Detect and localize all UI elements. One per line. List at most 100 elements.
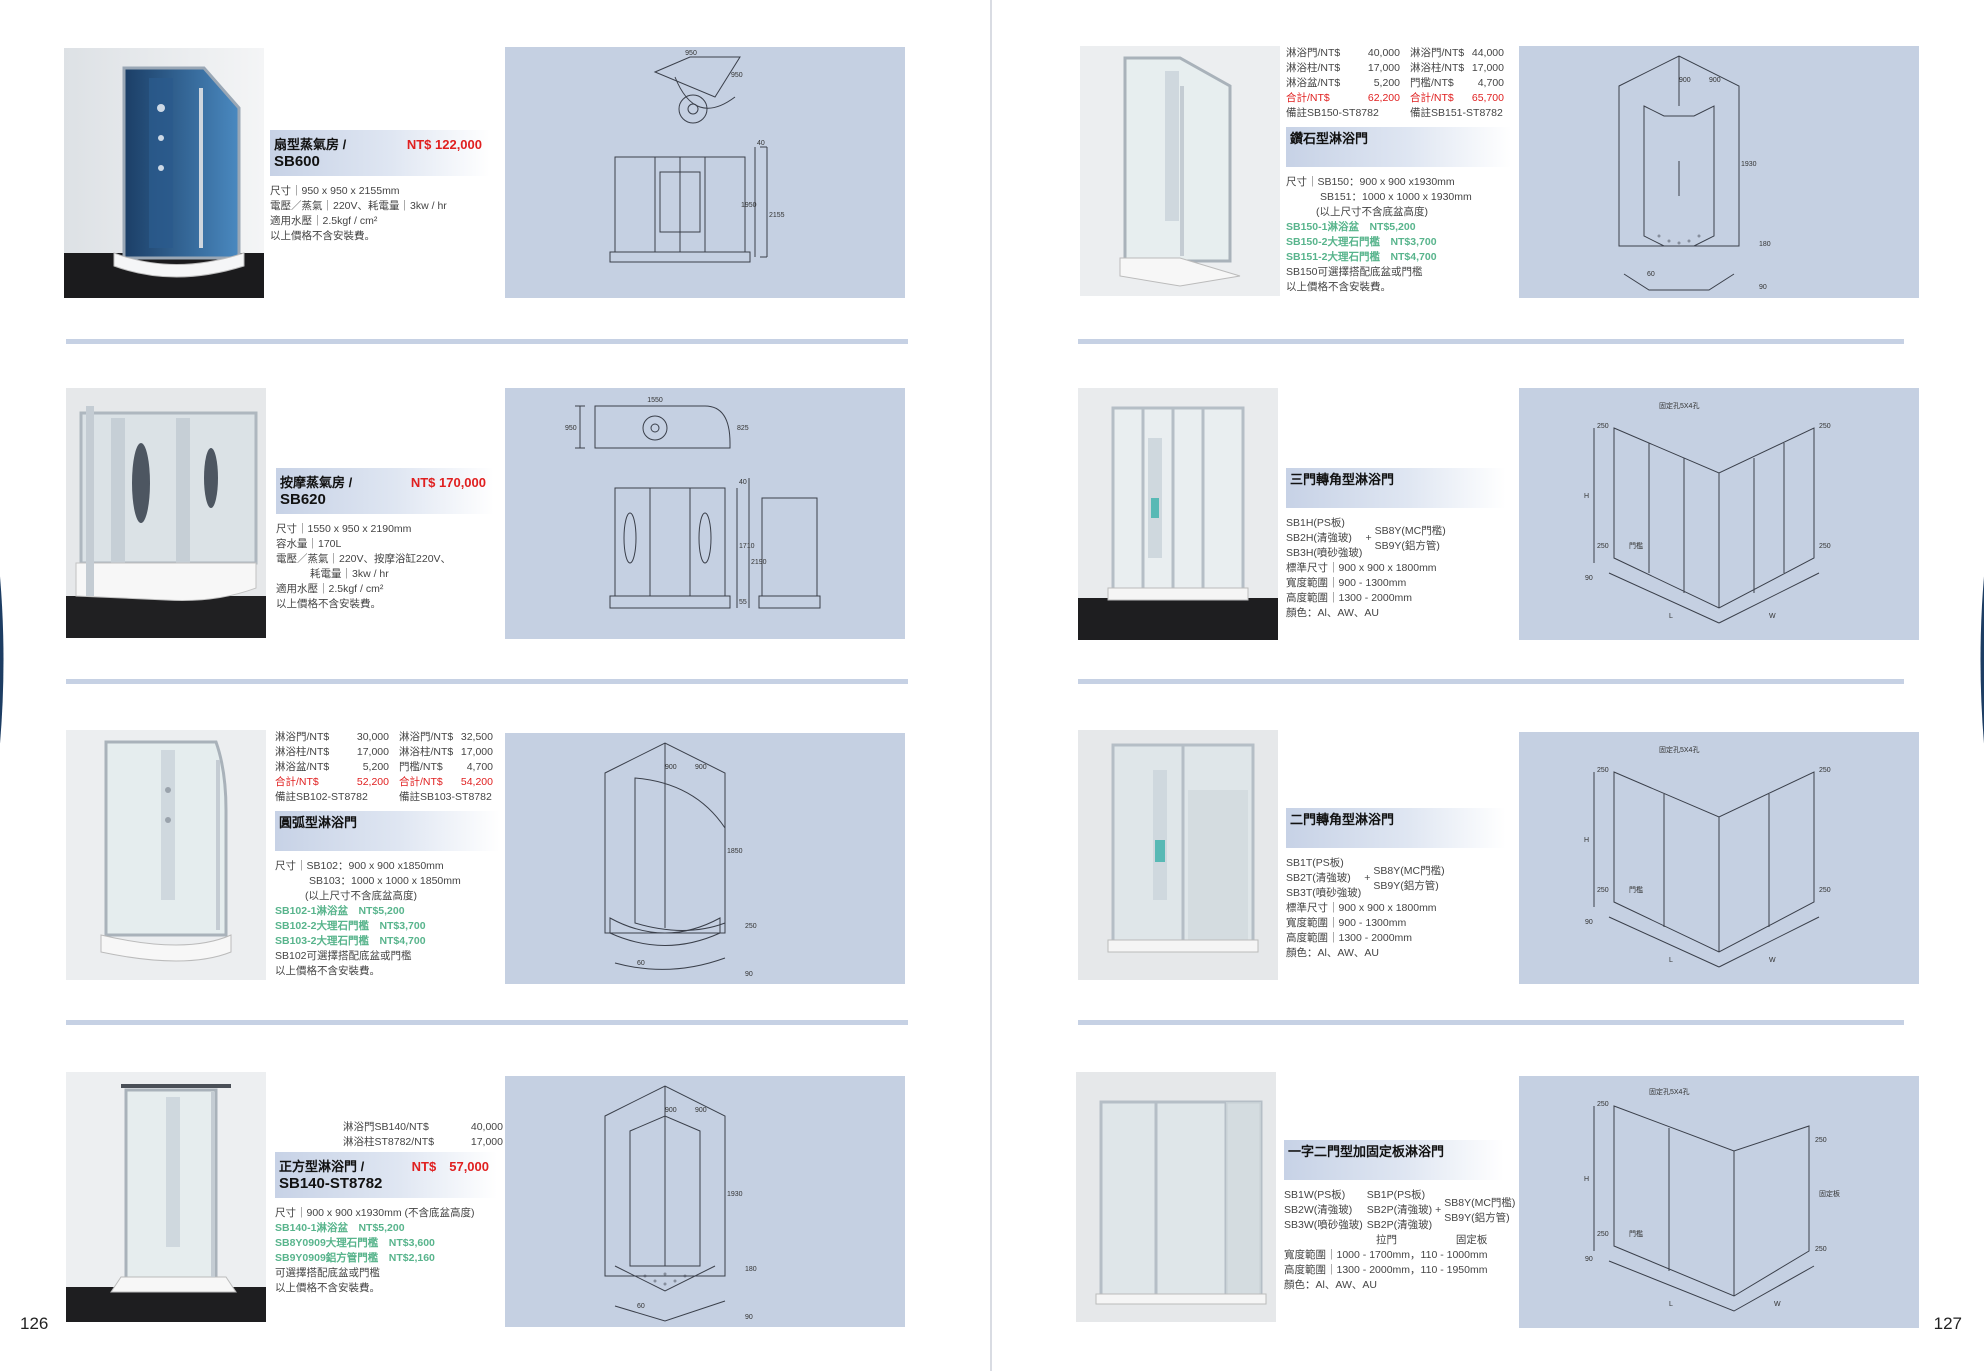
total-value: 54,200: [460, 776, 493, 788]
row-divider: [66, 1020, 908, 1025]
dim-label: 90: [745, 1314, 753, 1321]
product-title-bar: 一字二門型加固定板淋浴門: [1284, 1140, 1504, 1180]
dim-label: 固定孔5X4孔: [1659, 401, 1699, 410]
dim-label: 90: [1585, 919, 1593, 926]
product-title-bar: 圓弧型淋浴門: [275, 811, 500, 851]
model-name: SB3W(噴砂強玻): [1284, 1219, 1363, 1231]
option-line: SB8Y0909大理石門檻 NT$3,600: [275, 1237, 435, 1249]
dim-label: 900: [1709, 77, 1721, 84]
model-name: SB2P(清強玻): [1366, 1219, 1433, 1231]
model-name: SB8Y(MC門檻): [1373, 864, 1445, 877]
price-value: 17,000: [460, 746, 493, 758]
price-label: 淋浴柱/NT$: [399, 746, 454, 758]
spec-line: 高度範圍｜1300 - 2000mm，110 - 1950mm: [1284, 1264, 1488, 1276]
product-title-bar: 按摩蒸氣房 / SB620 NT$ 170,000: [276, 468, 494, 514]
page-left: HOME SPA系列 扇型蒸氣房 / SB600 NT$ 1: [0, 0, 990, 1371]
technical-drawing: 固定孔5X4孔 250 250 H 250 250 固定板 門檻 90 L W: [1519, 1076, 1919, 1328]
dim-label: L: [1669, 957, 1673, 964]
label-slide-door: 拉門: [1376, 1234, 1397, 1246]
dim-label: 250: [1597, 543, 1609, 550]
product-row-sb140: 淋浴門SB140/NT$40,000 淋浴柱ST8782/NT$17,000 正…: [0, 1020, 990, 1327]
dim-label: 250: [1597, 423, 1609, 430]
dim-label: 1710: [739, 543, 755, 550]
price-table: 淋浴門/NT$30,000 淋浴門/NT$32,500 淋浴柱/NT$17,00…: [275, 730, 505, 805]
dim-label: L: [1669, 1301, 1673, 1308]
spec-line: 尺寸｜950 x 950 x 2155mm: [270, 185, 400, 197]
page-gutter: [990, 0, 992, 1371]
product-row-sb1w: 一字二門型加固定板淋浴門 SB1W(PS板) SB2W(清強玻) SB3W(噴砂…: [992, 1020, 1984, 1328]
price-value: 40,000: [470, 1121, 503, 1133]
price-value: 44,000: [1471, 47, 1504, 59]
dim-label: 250: [1815, 1246, 1827, 1253]
row-divider: [1078, 1020, 1904, 1025]
model-name: SB8Y(MC門檻): [1374, 524, 1446, 537]
total-value: 52,200: [356, 776, 389, 788]
product-info: 三門轉角型淋浴門 SB1H(PS板) SB2H(清強玻) SB3H(噴砂強玻) …: [1286, 468, 1508, 621]
product-price: NT$ 57,000: [411, 1159, 489, 1174]
price-label: 淋浴柱ST8782/NT$: [343, 1136, 435, 1148]
spec-line: 標準尺寸｜900 x 900 x 1800mm: [1286, 562, 1437, 574]
label-row: 拉門 固定板: [1284, 1233, 1510, 1248]
option-line: SB150-2大理石門檻 NT$3,700: [1286, 236, 1437, 248]
dim-label: 1850: [727, 848, 743, 855]
dim-label: 180: [745, 1266, 757, 1273]
spec-line: 高度範圍｜1300 - 2000mm: [1286, 932, 1413, 944]
dim-label: 950: [731, 72, 743, 79]
product-name: 三門轉角型淋浴門: [1290, 472, 1395, 487]
price-value: 17,000: [470, 1136, 503, 1148]
spec-line: 以上價格不含安裝費。: [276, 598, 381, 610]
dim-label: 1930: [1741, 161, 1757, 168]
plus-sign: +: [1364, 872, 1371, 884]
spec-line: 可選擇搭配底盆或門檻: [275, 1267, 380, 1279]
model-name: SB1W(PS板): [1284, 1189, 1346, 1201]
dim-label: 固定孔5X4孔: [1659, 745, 1699, 754]
dim-label: 900: [695, 1107, 707, 1114]
dim-label: 2190: [751, 559, 767, 566]
dim-label: 門檻: [1629, 541, 1643, 550]
series-side-tab: [1928, 300, 1984, 1020]
dim-label: 60: [1647, 271, 1655, 278]
model-options: SB1H(PS板) SB2H(清強玻) SB3H(噴砂強玻) + SB8Y(MC…: [1286, 516, 1508, 561]
dim-label: 250: [1819, 543, 1831, 550]
dim-label: W: [1769, 613, 1776, 620]
product-name: 二門轉角型淋浴門: [1290, 812, 1395, 827]
product-row-sb600: 扇型蒸氣房 / SB600 NT$ 122,000 尺寸｜950 x 950 x…: [0, 0, 990, 300]
option-line: SB9Y0909鋁方管門檻 NT$2,160: [275, 1252, 435, 1264]
dim-label: 250: [1597, 1101, 1609, 1108]
product-code: SB600: [274, 153, 320, 170]
dim-label: 900: [695, 764, 707, 771]
product-photo: [66, 1072, 266, 1322]
model-name: SB9Y(鋁方管): [1444, 1211, 1510, 1224]
dim-label: 門檻: [1629, 1229, 1643, 1238]
note: 備註SB103-ST8782: [399, 791, 492, 803]
price-label: 淋浴門/NT$: [1286, 47, 1341, 59]
dim-label: 950: [565, 425, 577, 432]
product-photo: [1076, 1072, 1276, 1322]
dim-label: 90: [1759, 284, 1767, 291]
label-fixed-panel: 固定板: [1455, 1234, 1488, 1246]
price-label: 淋浴柱/NT$: [275, 746, 330, 758]
spec-line: 尺寸｜SB102：900 x 900 x1850mm: [275, 860, 444, 872]
option-line: SB151-2大理石門檻 NT$4,700: [1286, 251, 1437, 263]
product-info: 淋浴門/NT$40,000 淋浴門/NT$44,000 淋浴柱/NT$17,00…: [1286, 46, 1516, 295]
row-divider: [1078, 339, 1904, 344]
spec-line: 顏色：Al、AW、AU: [1286, 607, 1379, 619]
product-name: 圓弧型淋浴門: [279, 815, 358, 830]
product-photo: [1078, 730, 1278, 980]
price-label: 淋浴柱/NT$: [1410, 62, 1465, 74]
spec-line: 高度範圍｜1300 - 2000mm: [1286, 592, 1413, 604]
dim-label: 90: [1585, 575, 1593, 582]
technical-drawing: 固定孔5X4孔 250 250 H 250 250 門檻 90 L W: [1519, 732, 1919, 984]
product-info: 扇型蒸氣房 / SB600 NT$ 122,000 尺寸｜950 x 950 x…: [270, 130, 490, 244]
product-price: NT$ 122,000: [406, 137, 482, 152]
product-row-sb620: 按摩蒸氣房 / SB620 NT$ 170,000 尺寸｜1550 x 950 …: [0, 340, 990, 640]
product-photo: [1080, 46, 1280, 296]
spec-line: 寬度範圍｜900 - 1300mm: [1286, 917, 1407, 929]
note: 備註SB150-ST8782: [1286, 107, 1379, 119]
dim-label: 250: [1815, 1137, 1827, 1144]
total-label: 合計/NT$: [275, 776, 319, 788]
product-price: NT$ 170,000: [410, 475, 486, 490]
product-name: 扇型蒸氣房 /: [274, 137, 347, 152]
model-name: SB1P(PS板): [1366, 1189, 1426, 1201]
spec-line: 以上價格不含安裝費。: [275, 1282, 380, 1294]
